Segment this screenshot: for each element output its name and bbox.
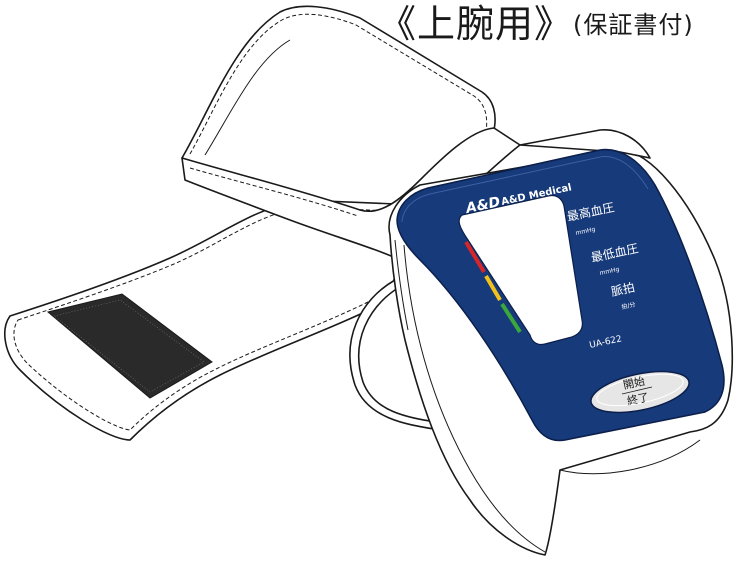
- monitor-unit: A&D A&D Medical 最高血圧 mmHg 最低血圧 mmHg 脈拍 拍…: [388, 129, 734, 556]
- label-pulse: 脈拍: [610, 279, 637, 299]
- bp-level-indicator: [464, 240, 522, 334]
- cuff-strap: [4, 199, 425, 441]
- velcro-patch: [46, 293, 213, 399]
- lcd-screen: [458, 194, 583, 346]
- unit-pulse: 拍/分: [621, 300, 636, 311]
- brand-logo: A&D: [464, 194, 502, 217]
- button-label-start: 開始: [622, 374, 646, 392]
- cuff-strap-stitching: [13, 206, 416, 431]
- start-stop-button[interactable]: 開始 終了: [587, 364, 692, 420]
- caption-type: 《上腕用》: [378, 2, 574, 46]
- button-label-stop: 終了: [626, 390, 650, 408]
- unit-systolic: mmHg: [575, 226, 596, 237]
- cuff: [4, 5, 521, 441]
- product-caption: 《上腕用》(保証書付): [378, 2, 694, 47]
- unit-diastolic: mmHg: [599, 266, 620, 277]
- caption-warranty: (保証書付): [573, 11, 694, 39]
